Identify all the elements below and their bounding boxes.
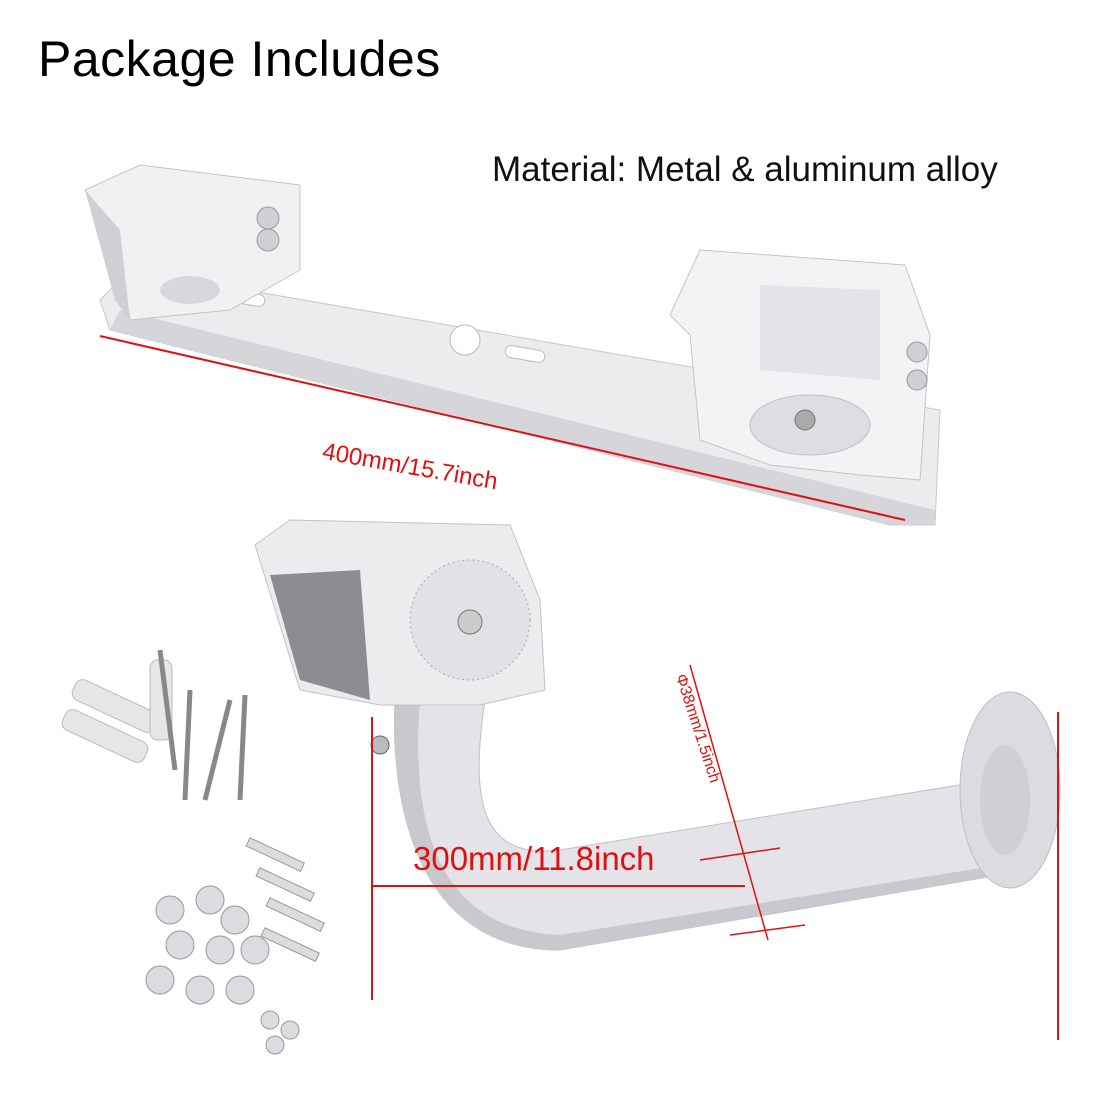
washers-bolts-nuts: [145, 837, 325, 1055]
arm-length-label: 300mm/11.8inch: [413, 840, 655, 877]
page-title: Package Includes: [38, 31, 441, 87]
diameter-line: [689, 664, 769, 941]
length-line-400: [99, 335, 906, 521]
double-bracket: [84, 164, 941, 526]
arm-bracket: [254, 519, 1061, 951]
material-label: Material: Metal & aluminum alloy: [492, 150, 998, 189]
wall-anchors-and-screws: [61, 649, 248, 801]
